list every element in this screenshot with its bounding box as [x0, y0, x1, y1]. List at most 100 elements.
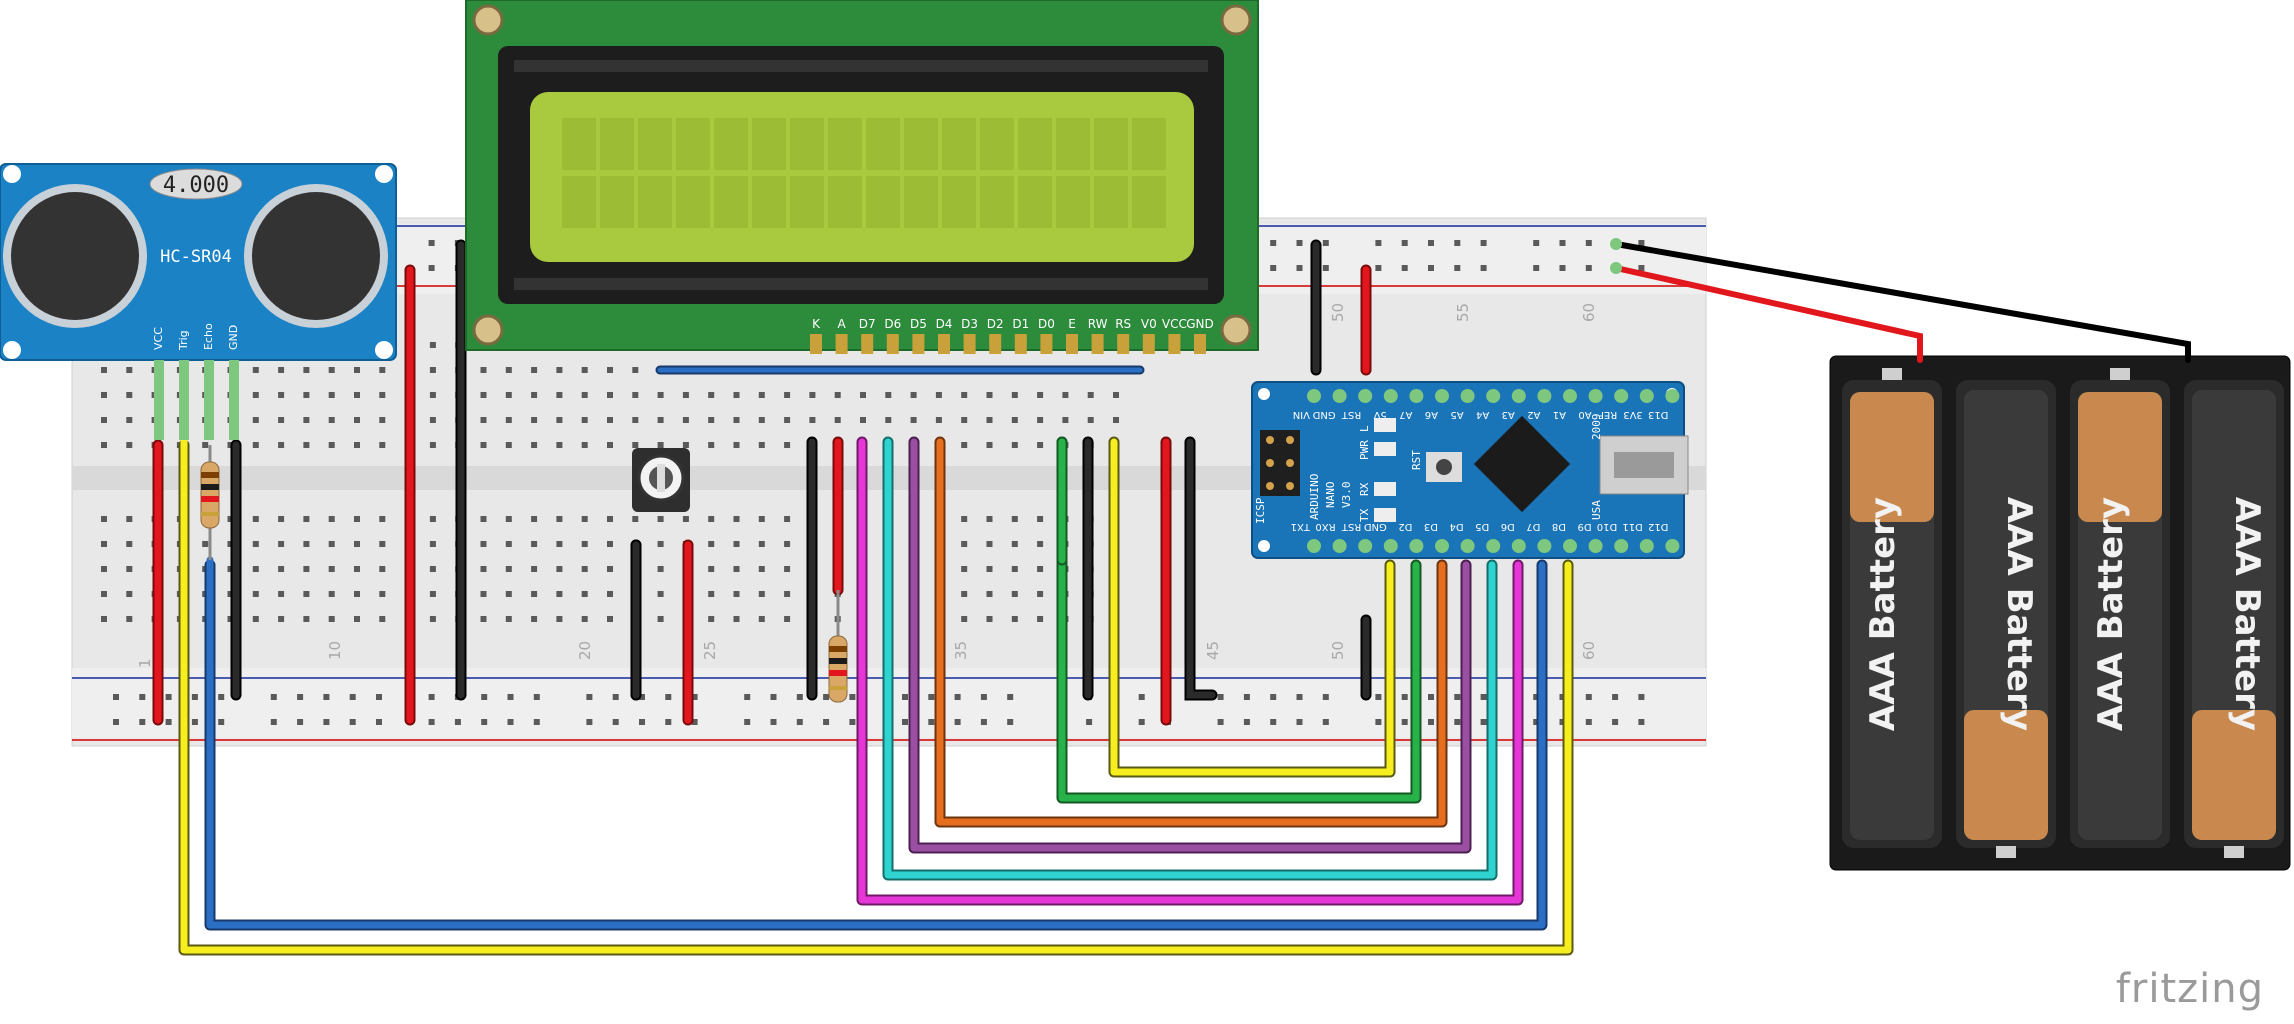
rail-hole [428, 240, 435, 246]
column-number: 10 [326, 641, 344, 660]
breadboard-hole [531, 367, 538, 373]
lcd-cell [562, 176, 596, 228]
breadboard-hole [1011, 417, 1018, 423]
resistor [200, 445, 220, 560]
breadboard-hole [733, 591, 740, 597]
column-number: 45 [1204, 641, 1222, 660]
lcd-pin [1194, 334, 1206, 354]
lcd-pin-label: RS [1115, 317, 1131, 331]
breadboard-hole [784, 516, 791, 522]
breadboard-hole [758, 516, 765, 522]
breadboard-hole [961, 566, 968, 572]
lcd-cell [676, 176, 710, 228]
rail-hole [1007, 719, 1014, 725]
rail-hole [1428, 265, 1434, 271]
nano-pin-label: A7 [1399, 409, 1412, 420]
breadboard-hole [784, 616, 791, 622]
breadboard-hole [1113, 417, 1119, 423]
sensor-pin-label: GND [227, 325, 240, 350]
breadboard-hole [328, 541, 335, 547]
battery-label: AAA Battery [2091, 497, 2131, 731]
nano-pin [1537, 389, 1552, 403]
nano-year: 2009 [1590, 414, 1603, 441]
breadboard-hole [354, 616, 360, 622]
breadboard-hole [758, 541, 765, 547]
breadboard-hole [252, 616, 259, 622]
rail-hole [1428, 240, 1434, 246]
breadboard-hole [657, 392, 664, 398]
breadboard-hole [379, 417, 386, 423]
breadboard-hole [784, 541, 791, 547]
lcd-cell [714, 118, 748, 170]
rail-hole [612, 719, 619, 725]
rail-hole [481, 719, 488, 725]
lcd-pin [886, 334, 899, 354]
column-number: 20 [576, 641, 594, 660]
lcd-pin [1091, 334, 1104, 354]
breadboard-hole [328, 442, 335, 448]
rail-hole [1454, 694, 1461, 700]
rail-hole [1480, 694, 1487, 700]
breadboard-hole [986, 566, 993, 572]
breadboard-hole [126, 516, 133, 522]
breadboard-hole [556, 566, 563, 572]
breadboard-hole [1037, 566, 1044, 572]
breadboard-hole [1113, 392, 1119, 398]
nano-pin-label: D6 [1501, 521, 1515, 532]
lcd-cell [1094, 176, 1128, 228]
rail-hole [139, 719, 146, 725]
breadboard-hole [607, 616, 613, 622]
breadboard-hole [303, 367, 310, 373]
breadboard-hole [733, 417, 740, 423]
nano-pin-label: RST [1341, 409, 1361, 420]
lcd-cell [980, 176, 1014, 228]
breadboard-hole [986, 442, 993, 448]
nano-title: ARDUINO [1308, 474, 1321, 520]
rail-hole [1270, 694, 1277, 700]
breadboard-hole [961, 616, 968, 622]
rail-hole [691, 694, 698, 700]
rail-hole [1243, 719, 1250, 725]
breadboard-hole [429, 442, 436, 448]
breadboard-hole [278, 442, 285, 448]
rail-hole [113, 694, 119, 700]
breadboard-hole [733, 392, 740, 398]
nano-pin [1460, 389, 1475, 403]
breadboard-hole [328, 392, 335, 398]
nano-pin [1358, 539, 1373, 553]
breadboard-hole [480, 616, 487, 622]
lcd-pin-label: E [1068, 317, 1076, 331]
column-number: 55 [1454, 303, 1472, 322]
rail-hole [1533, 240, 1540, 246]
breadboard-hole [1011, 566, 1018, 572]
breadboard-hole [556, 417, 563, 423]
breadboard-hole [126, 392, 133, 398]
breadboard-hole [328, 591, 335, 597]
breadboard-hole [986, 417, 993, 423]
breadboard-hole [657, 417, 664, 423]
breadboard-hole [480, 541, 487, 547]
lcd-cell [1056, 118, 1090, 170]
rail-hole [1375, 719, 1382, 725]
lcd-cell [1018, 176, 1052, 228]
nano-pin-label: A0 [1578, 409, 1591, 420]
breadboard-hole [101, 566, 107, 572]
sensor-pin-label: Echo [202, 323, 215, 350]
lead-black [1613, 241, 2191, 363]
lcd-cell [942, 176, 976, 228]
rail-hole [165, 694, 172, 700]
lcd-pin-label: D6 [884, 317, 901, 331]
breadboard-hole [708, 566, 715, 572]
breadboard-hole [429, 392, 436, 398]
rail-hole [1296, 265, 1303, 271]
column-number: 60 [1580, 641, 1598, 660]
lcd-cell [980, 118, 1014, 170]
breadboard-hole [278, 566, 285, 572]
breadboard-hole [278, 417, 285, 423]
breadboard-hole [910, 417, 917, 423]
rail-hole [586, 719, 593, 725]
breadboard-hole [1011, 616, 1018, 622]
breadboard-hole [733, 566, 740, 572]
breadboard-hole [556, 591, 563, 597]
breadboard-hole [860, 392, 866, 398]
